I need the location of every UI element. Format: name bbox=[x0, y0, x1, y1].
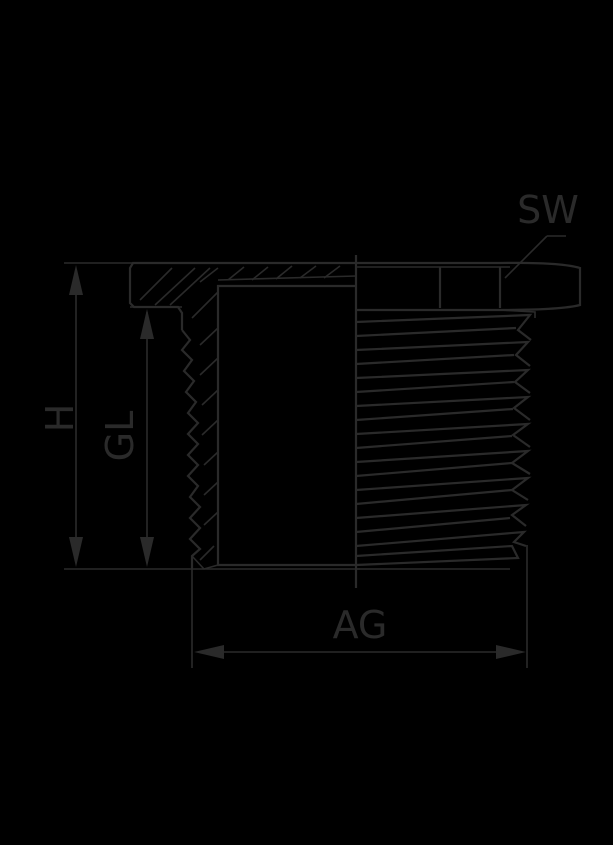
arrow-left-icon bbox=[194, 645, 224, 659]
dimension-gl: GL bbox=[98, 309, 154, 567]
thread-lines bbox=[355, 313, 533, 567]
outside-view-right-half bbox=[355, 261, 582, 570]
dimension-ag: AG bbox=[194, 603, 526, 659]
label-h: H bbox=[38, 404, 82, 433]
arrow-up-icon bbox=[140, 309, 154, 339]
extension-lines bbox=[64, 262, 528, 668]
dimension-h: H bbox=[38, 265, 83, 567]
section-left-half bbox=[128, 261, 357, 570]
label-sw: SW bbox=[517, 188, 579, 232]
arrow-right-icon bbox=[496, 645, 526, 659]
arrow-up-icon bbox=[69, 265, 83, 295]
arrow-down-icon bbox=[140, 537, 154, 567]
arrow-down-icon bbox=[69, 537, 83, 567]
section-hatching bbox=[139, 265, 341, 561]
label-gl: GL bbox=[98, 411, 142, 462]
label-ag: AG bbox=[333, 603, 388, 647]
dimension-sw: SW bbox=[504, 188, 579, 279]
